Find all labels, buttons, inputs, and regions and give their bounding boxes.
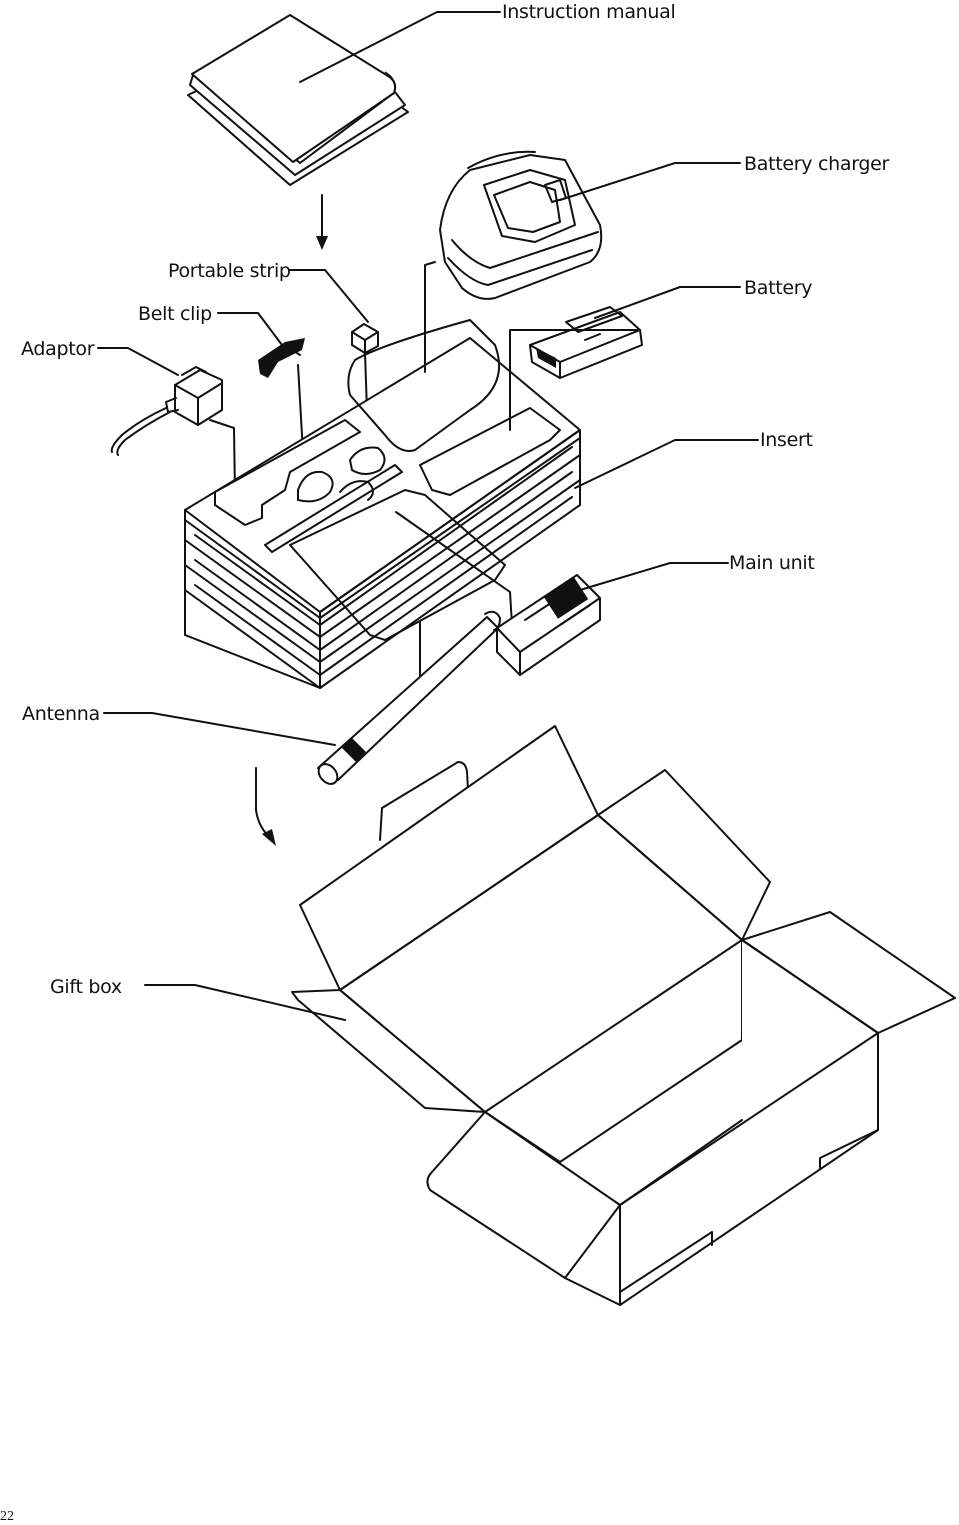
leader-battery <box>594 286 741 319</box>
label-main-unit: Main unit <box>729 552 815 574</box>
arrow-down-icon <box>316 194 328 250</box>
leader-antenna <box>103 712 336 746</box>
battery-charger-illustration <box>439 150 603 300</box>
label-adaptor: Adaptor <box>21 338 95 360</box>
instruction-manual-illustration <box>187 14 409 186</box>
page-number: 22 <box>0 1509 14 1524</box>
leader-portable-strip <box>289 269 369 323</box>
label-instruction-manual: Instruction manual <box>502 1 676 23</box>
label-insert: Insert <box>760 429 813 451</box>
label-battery: Battery <box>744 277 812 299</box>
label-belt-clip: Belt clip <box>138 303 212 325</box>
leader-belt-clip <box>217 312 283 346</box>
leader-battery-charger <box>559 162 741 201</box>
label-battery-charger: Battery charger <box>744 153 890 175</box>
gift-box-illustration <box>291 725 956 1306</box>
leader-adaptor <box>97 347 179 376</box>
label-portable-strip: Portable strip <box>168 260 291 282</box>
leader-insert <box>574 439 759 489</box>
antenna-illustration <box>317 610 501 785</box>
arrow-curved-down-icon <box>255 767 276 846</box>
label-gift-box: Gift box <box>50 976 122 998</box>
adaptor-illustration <box>110 366 236 496</box>
leader-main-unit <box>579 562 729 591</box>
label-antenna: Antenna <box>22 703 100 725</box>
leader-lines <box>97 11 759 1021</box>
main-unit-illustration <box>496 574 601 676</box>
insert-tray-illustration <box>184 261 641 689</box>
leader-instruction-manual <box>299 11 501 83</box>
leader-gift-box <box>144 984 346 1021</box>
battery-illustration <box>529 306 643 379</box>
